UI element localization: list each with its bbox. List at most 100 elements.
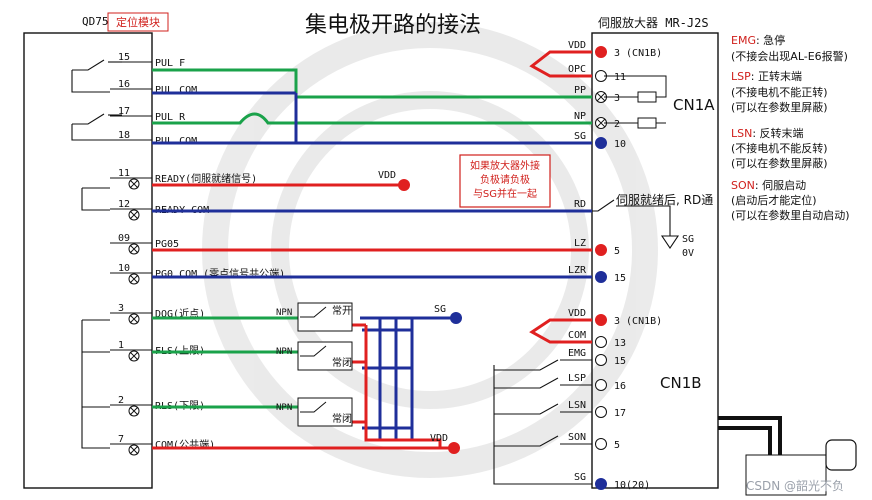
cn1b-pin-number: 16 (614, 381, 626, 392)
pulse-contacts (71, 59, 122, 449)
legend-text: (不接电机不能反转) (731, 141, 828, 155)
sg-label: SG (682, 234, 694, 245)
pulse-resistors (604, 75, 667, 129)
cn1a-pin-label: VDD (568, 40, 586, 51)
cn1b-terminal (595, 406, 607, 418)
legend-line: (启动后才能定位) (731, 193, 817, 207)
cn1a-pin-number: 10 (614, 139, 626, 150)
legend-line: (不接电机不能反转) (731, 141, 828, 155)
wire-cn1b-com (529, 318, 592, 344)
vdd-dot-com (448, 442, 460, 454)
servo-ready-label: 伺服就绪后, RD通 (616, 193, 713, 207)
cn1b-pin-number: 17 (614, 408, 626, 419)
cn1a-pin-number: 3 (CN1B) (614, 48, 662, 59)
cn1b-pin-number: 10(20) (614, 480, 650, 491)
cn1a-pin-label: SG (574, 131, 586, 142)
legend-text: (可以在参数里屏蔽) (731, 156, 828, 170)
cn1a-pin-label: OPC (568, 64, 586, 75)
left-pin-number: 15 (118, 52, 130, 63)
legend-text: : 正转末端 (751, 69, 802, 83)
sensor-npn-label: NPN (276, 403, 292, 413)
cn1b-terminal (595, 314, 607, 326)
cn1b-terminal (595, 478, 607, 490)
legend-line: LSP: 正转末端 (731, 69, 802, 83)
right-module-name: 伺服放大器 MR-J2S (598, 15, 709, 30)
cn1b-pin-label: LSN (568, 400, 586, 411)
cn1b-pin-number: 3 (CN1B) (614, 316, 662, 327)
cn1a-pin-label: PP (574, 85, 586, 96)
cn1a-terminal (595, 244, 607, 256)
signal-legend: EMG: 急停 (不接会出现AL-E6报警) LSP: 正转末端 (不接电机不能正转)… (731, 33, 850, 222)
cn1a-pin-number: 5 (614, 246, 620, 257)
left-pin-label: PUL COM (155, 85, 197, 96)
right-module-box (591, 32, 719, 489)
note-line-3: 与SG并在一起 (473, 187, 537, 200)
cn1b-pin-label: EMG (568, 348, 586, 359)
legend-line: LSN: 反转末端 (731, 126, 804, 140)
left-pin-number: 17 (118, 106, 130, 117)
legend-text: (可以在参数里屏蔽) (731, 100, 828, 114)
cn1a-pin-number: 3 (614, 93, 620, 104)
cn1b-pin-label: VDD (568, 308, 586, 319)
left-pin-label: PUL F (155, 58, 185, 69)
cn1b-pin-number: 15 (614, 356, 626, 367)
left-pin-number: 1 (118, 340, 124, 351)
watermark-text: CSDN @韶光不负 (746, 478, 844, 493)
left-pin-label: READY(伺服就绪信号) (155, 172, 257, 185)
sensor-type-label: 常闭 (332, 356, 352, 369)
cn1a-pin-label: LZ (574, 238, 586, 249)
vdd-dot-ready (398, 179, 410, 191)
cn1b-pin-label: COM (568, 330, 586, 341)
legend-code: LSN (731, 127, 752, 140)
cn1b-pin-number: 13 (614, 338, 626, 349)
left-pin-number: 12 (118, 199, 130, 210)
bottom-right-device (718, 416, 857, 496)
legend-text: (不接会出现AL-E6报警) (731, 49, 848, 63)
cn1a-pin-label: NP (574, 111, 586, 122)
left-pin-number: 09 (118, 233, 130, 244)
legend-text: : 急停 (756, 33, 785, 47)
left-module-badge-box (107, 12, 169, 32)
left-module-name: QD75P (82, 15, 115, 28)
cn1a-pin-number: 15 (614, 273, 626, 284)
cn1a-terminal (595, 46, 607, 58)
wire-opc-vdd (529, 50, 592, 78)
legend-code: SON (731, 179, 755, 192)
cn1b-pin-label: SON (568, 432, 586, 443)
cn1a-pin-label: RD (574, 199, 586, 210)
left-pin-number: 18 (118, 130, 130, 141)
left-pin-number: 11 (118, 168, 130, 179)
zero-v-label: 0V (682, 248, 694, 259)
cn1b-terminal (595, 336, 607, 348)
cn1b-pin-label: LSP (568, 373, 586, 384)
note-line-1: 如果放大器外接 (470, 159, 540, 172)
left-pin-number: 3 (118, 303, 124, 314)
legend-text: (启动后才能定位) (731, 193, 817, 207)
vdd-ready-label: VDD (378, 170, 396, 181)
left-pin-number: 10 (118, 263, 130, 274)
cn1b-label: CN1B (660, 374, 702, 392)
sensor-type-label: 常闭 (332, 412, 352, 425)
sensor-type-label: 常开 (332, 304, 352, 317)
legend-line: EMG: 急停 (731, 33, 785, 47)
left-pin-number: 2 (118, 395, 124, 406)
left-pin-label: PUL R (155, 112, 186, 123)
wire-pul-r (152, 112, 592, 125)
cn1b-terminal (595, 354, 607, 366)
rd-contact (592, 199, 680, 249)
cn1b-pin-number: 5 (614, 440, 620, 451)
left-module-badge: 定位模块 (116, 15, 160, 29)
sg-sensor-label: SG (434, 304, 446, 315)
legend-text: (不接电机不能正转) (731, 85, 828, 99)
cn1a-terminal (595, 271, 607, 283)
sensor-npn-label: NPN (276, 347, 292, 357)
legend-text: : 反转末端 (752, 126, 803, 140)
legend-text: : 伺服启动 (755, 179, 806, 192)
cn1a-pin-number: 2 (614, 119, 620, 130)
vdd-com-label: VDD (430, 433, 448, 444)
